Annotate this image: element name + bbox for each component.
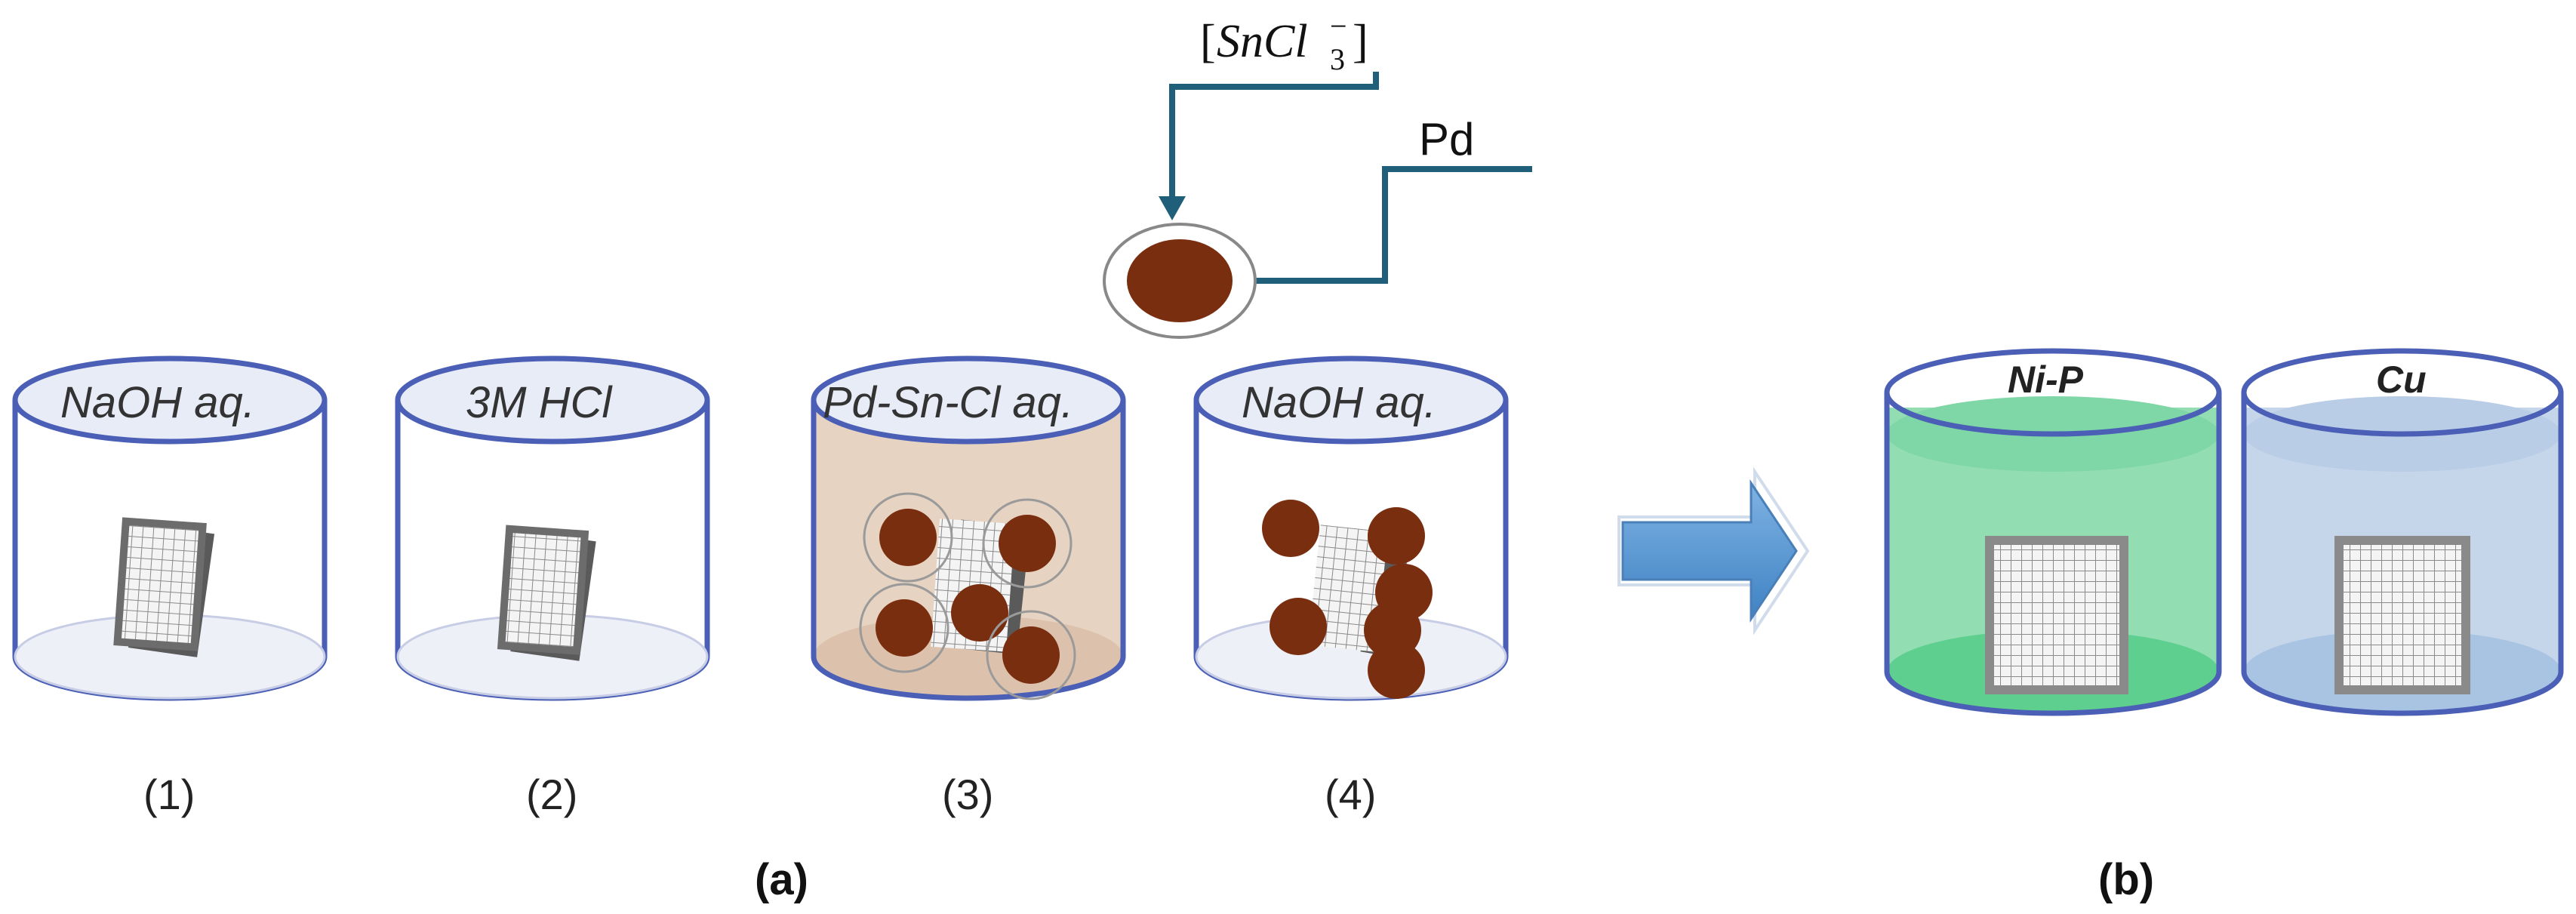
solution-label: Pd-Sn-Cl aq.	[823, 378, 1073, 427]
pd-particles	[1262, 500, 1433, 699]
panel-a-label: (a)	[755, 855, 808, 904]
step-label: (1)	[143, 771, 195, 818]
ion-bracket-close: ]	[1353, 16, 1368, 67]
beaker-cu: Cu	[2241, 348, 2564, 716]
pd-label: Pd	[1419, 114, 1474, 165]
solution-label: NaOH aq.	[1242, 378, 1436, 427]
beaker-2: 3M HCl (2)	[395, 355, 710, 818]
pd-core-particle	[1127, 239, 1233, 322]
ion-bracket-open: [	[1200, 16, 1216, 67]
sncl3-connector-line	[1169, 72, 1379, 204]
ion-label-superscript: −	[1330, 9, 1347, 43]
inset-pd-sn-complex: [ SnCl 3 − ] Pd	[1103, 9, 1532, 339]
ion-label-subscript: 3	[1330, 42, 1345, 76]
process-arrow	[1617, 466, 1810, 635]
pd-sn-colloid-particles	[859, 492, 1076, 700]
solution-label: Ni-P	[2008, 359, 2084, 401]
solution-label: 3M HCl	[466, 378, 613, 427]
mesh-substrate	[2334, 536, 2470, 694]
beaker-3: Pd-Sn-Cl aq. (3)	[811, 355, 1126, 818]
mesh-substrate	[1985, 536, 2128, 694]
solution-label: NaOH aq.	[60, 378, 255, 427]
mesh-substrate	[113, 517, 215, 657]
panel-b-label: (b)	[2098, 855, 2154, 904]
step-label: (2)	[526, 771, 577, 818]
mesh-substrate	[497, 525, 596, 661]
ion-label-main: SnCl	[1217, 16, 1308, 67]
step-label: (4)	[1325, 771, 1376, 818]
pd-connector-line	[1249, 166, 1532, 284]
beaker-ni-p: Ni-P	[1884, 348, 2222, 716]
beaker-1: NaOH aq. (1)	[12, 355, 328, 818]
sncl3-arrowhead	[1159, 196, 1186, 220]
beaker-4: NaOH aq. (4)	[1193, 355, 1509, 818]
step-label: (3)	[942, 771, 993, 818]
solution-label: Cu	[2376, 359, 2427, 401]
